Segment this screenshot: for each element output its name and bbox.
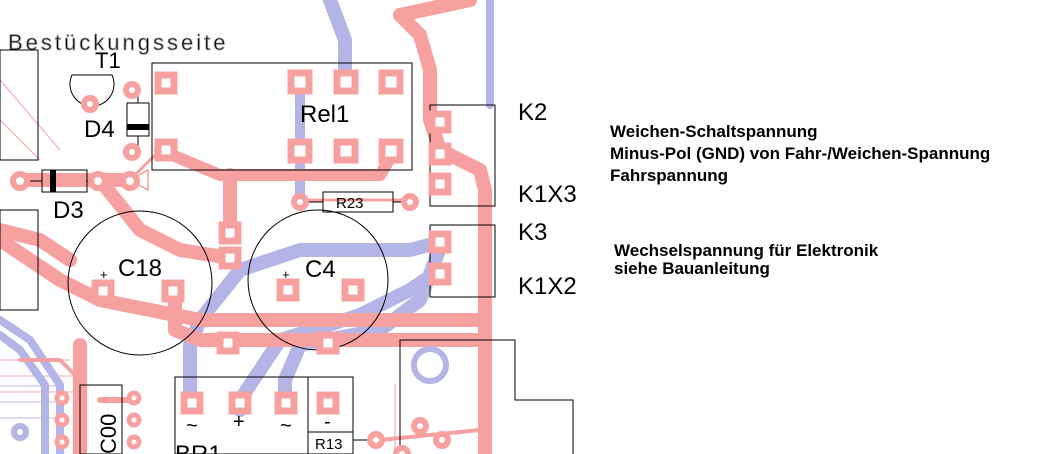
k2-note-line: Fahrspannung — [610, 166, 729, 185]
label-k2: K2 — [518, 99, 547, 126]
label-t1: T1 — [95, 48, 121, 73]
label-k3: K3 — [518, 219, 547, 246]
d3-cathode-band — [50, 170, 56, 192]
label-ic: C00 — [96, 414, 121, 454]
label-br1: BR1 — [175, 441, 222, 454]
bridge-mark-plus: + — [233, 411, 245, 433]
label-c18: C18 — [118, 255, 162, 282]
label-c4: C4 — [305, 256, 336, 283]
label-d3: D3 — [53, 197, 84, 224]
pads — [10, 69, 452, 454]
bridge-mark-minus: - — [324, 411, 331, 433]
k2-note-line: Minus-Pol (GND) von Fahr-/Weichen-Spannu… — [610, 144, 991, 163]
k3-note-line: siehe Bauanleitung — [614, 259, 770, 278]
label-r23: R23 — [336, 195, 364, 212]
label-c18-plus: + — [100, 267, 108, 282]
k2-note: Weichen-Schaltspannung Minus-Pol (GND) v… — [610, 121, 990, 187]
label-c4-plus: + — [282, 267, 290, 282]
label-d4: D4 — [84, 116, 115, 143]
label-rel1: Rel1 — [300, 101, 349, 128]
thin-traces-blue — [0, 385, 60, 419]
thin-traces — [0, 79, 396, 454]
silkscreen-title: Bestückungsseite — [8, 30, 228, 55]
component-labels: T1 D4 D3 Rel1 R23 C18 C4 + + R13 BR1 C00… — [53, 48, 577, 454]
label-k1x2: K1X2 — [518, 273, 577, 300]
k2-note-line: Weichen-Schaltspannung — [610, 122, 818, 141]
d4-cathode-band — [127, 124, 149, 130]
bridge-mark-ac2: ~ — [280, 415, 292, 437]
bridge-mark-ac1: ~ — [186, 415, 198, 437]
k3-note-line: Wechselspannung für Elektronik — [614, 241, 879, 260]
label-r13: R13 — [315, 436, 343, 453]
k3-note: Wechselspannung für Elektronik siehe Bau… — [614, 242, 878, 278]
label-k1x3: K1X3 — [518, 181, 577, 208]
